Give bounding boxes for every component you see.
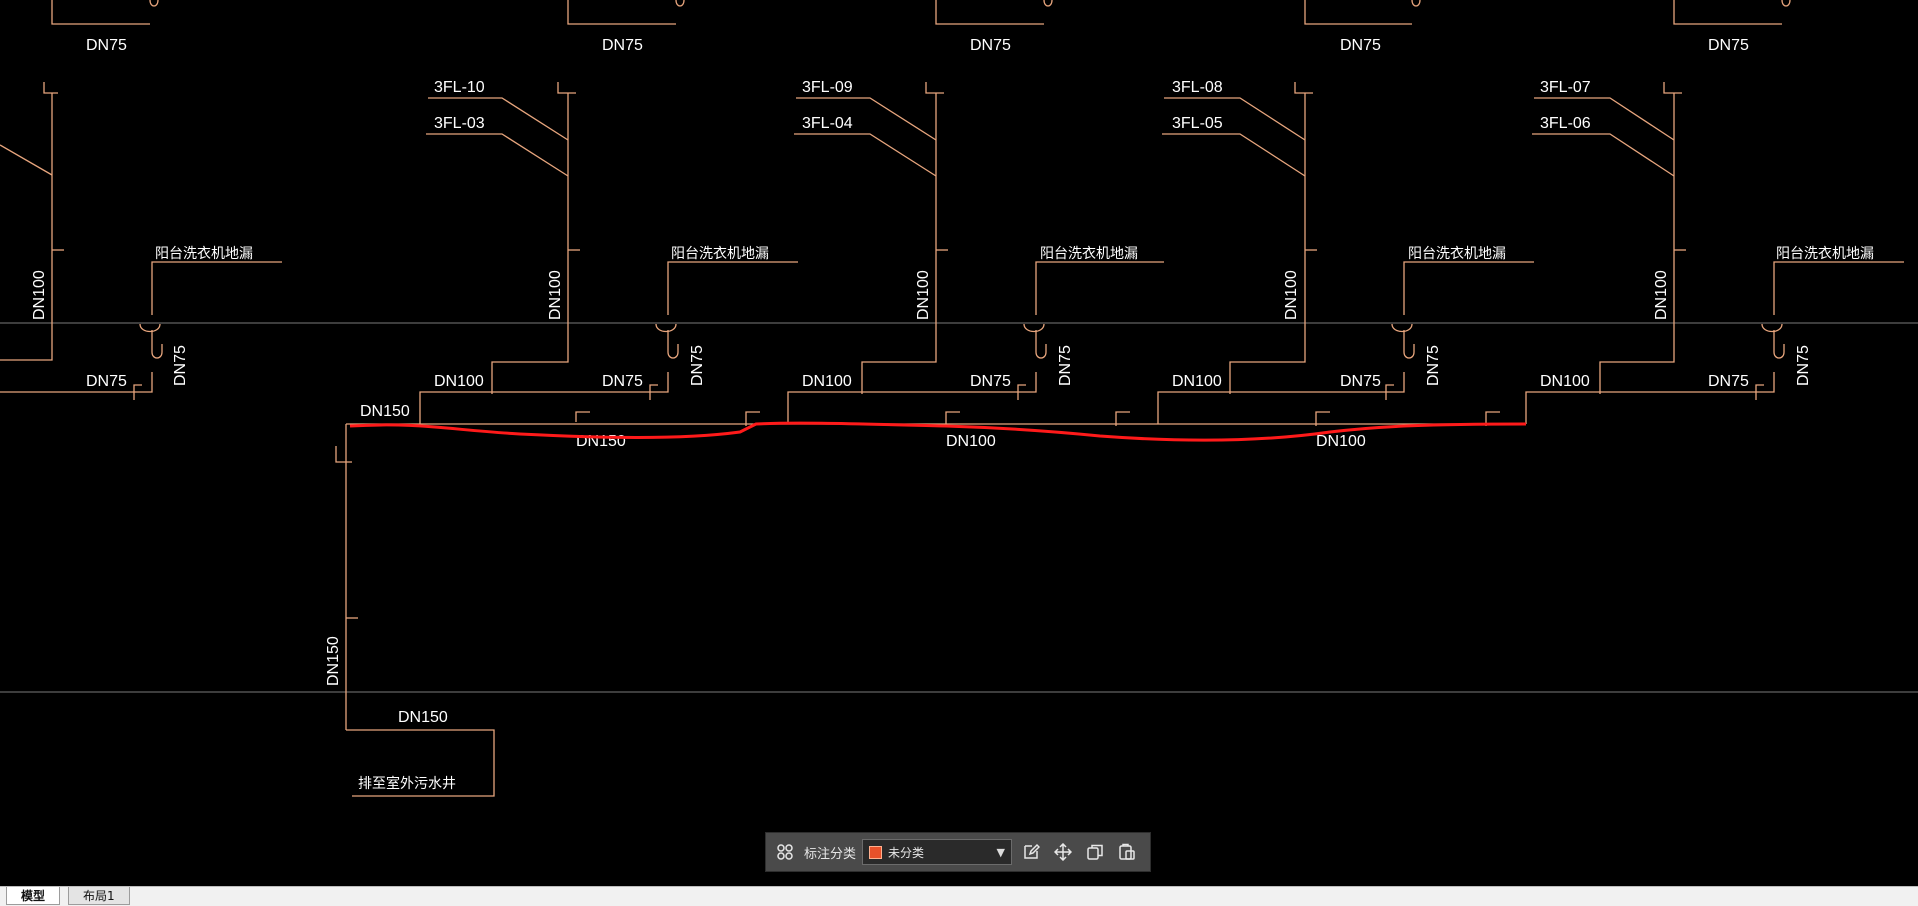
edit-icon[interactable] (1018, 839, 1044, 865)
branch-label-dn75: DN75 (1708, 373, 1749, 390)
riser-size-label: DN100 (31, 270, 48, 320)
branch-label-dn100: DN100 (1172, 373, 1222, 390)
pipe-tag-upper: 3FL-09 (802, 79, 853, 96)
paste-icon[interactable] (1114, 839, 1140, 865)
pipe-tag-upper: 3FL-10 (434, 79, 485, 96)
trap-size-label: DN75 (1795, 345, 1812, 386)
main-dn150-label: DN150 (360, 403, 410, 420)
pipe-tag-lower: 3FL-03 (434, 115, 485, 132)
trap-size-label: DN75 (1057, 345, 1074, 386)
pipe-tag-lower: 3FL-06 (1540, 115, 1591, 132)
riser-column-4: DN75 3FL-07 3FL-06 DN100 阳台洗衣机地漏 DN75 DN… (1525, 0, 1904, 424)
branch-label-dn75: DN75 (1340, 373, 1381, 390)
riser-size-label: DN100 (1653, 270, 1670, 320)
branch-label-dn75: DN75 (86, 373, 127, 390)
outlet-pipe: DN150 DN150 排至室外污水井 (325, 424, 495, 797)
chevron-down-icon: ▼ (996, 845, 1006, 859)
outlet-note: 排至室外污水井 (358, 775, 456, 792)
pipe-tag-upper: 3FL-07 (1540, 79, 1591, 96)
riser-label-dn75-top: DN75 (1708, 37, 1749, 54)
floor-drain-label: 阳台洗衣机地漏 (1776, 246, 1874, 262)
branch-label-dn75: DN75 (602, 373, 643, 390)
copy-icon[interactable] (1082, 839, 1108, 865)
branch-label-dn100: DN100 (1540, 373, 1590, 390)
riser-size-label: DN100 (547, 270, 564, 320)
riser-label-dn75-top: DN75 (970, 37, 1011, 54)
annotation-category-dropdown[interactable]: 未分类 ▼ (862, 839, 1013, 865)
riser-size-label: DN100 (915, 270, 932, 320)
pipe-tag-upper: 3FL-08 (1172, 79, 1223, 96)
main-segment-label: DN100 (1316, 433, 1366, 450)
riser-column-0: DN75 DN100 阳台洗衣机地漏 DN75 DN75 (0, 0, 282, 400)
riser-column-3: DN75 3FL-08 3FL-05 DN100 阳台洗衣机地漏 DN75 DN… (1157, 0, 1534, 424)
layout-tab-bar: 模型 布局1 (0, 886, 1918, 906)
move-icon[interactable] (1050, 839, 1076, 865)
riser-label-dn75-top: DN75 (1340, 37, 1381, 54)
trap-size-label: DN75 (172, 345, 189, 386)
vertical-dn150-label: DN150 (325, 636, 342, 686)
riser-column-1: DN75 3FL-10 3FL-03 DN100 阳台洗衣机地漏 DN75 DN… (419, 0, 798, 424)
floor-drain-label: 阳台洗衣机地漏 (1408, 246, 1506, 262)
floor-drain-label: 阳台洗衣机地漏 (155, 246, 253, 262)
riser-size-label: DN100 (1283, 270, 1300, 320)
trap-size-label: DN75 (689, 345, 706, 386)
tab-layout1[interactable]: 布局1 (68, 887, 130, 905)
annotation-category-label: 标注分类 (804, 846, 857, 862)
branch-label-dn75: DN75 (970, 373, 1011, 390)
riser-label-dn75-top: DN75 (86, 37, 127, 54)
pipe-tag-lower: 3FL-05 (1172, 115, 1223, 132)
branch-label-dn100: DN100 (434, 373, 484, 390)
grid-apps-icon[interactable] (772, 839, 798, 865)
highlight-stroke (349, 421, 1527, 442)
riser-column-2: DN75 3FL-09 3FL-04 DN100 阳台洗衣机地漏 DN75 DN… (787, 0, 1164, 424)
annotation-toolbar: 标注分类 未分类 ▼ (765, 832, 1151, 872)
trap-size-label: DN75 (1425, 345, 1442, 386)
branch-label-dn100: DN100 (802, 373, 852, 390)
cad-drawing-canvas[interactable]: DN75 DN100 阳台洗衣机地漏 DN75 DN75 DN75 3FL-10… (0, 0, 1918, 886)
riser-label-dn75-top: DN75 (602, 37, 643, 54)
floor-drain-label: 阳台洗衣机地漏 (671, 246, 769, 262)
main-segment-label: DN100 (946, 433, 996, 450)
outlet-dn150-label: DN150 (398, 709, 448, 726)
floor-drain-label: 阳台洗衣机地漏 (1040, 246, 1138, 262)
tab-model[interactable]: 模型 (6, 887, 61, 905)
annotation-category-value: 未分类 (888, 845, 925, 860)
category-color-swatch (869, 845, 883, 859)
pipe-tag-lower: 3FL-04 (802, 115, 853, 132)
